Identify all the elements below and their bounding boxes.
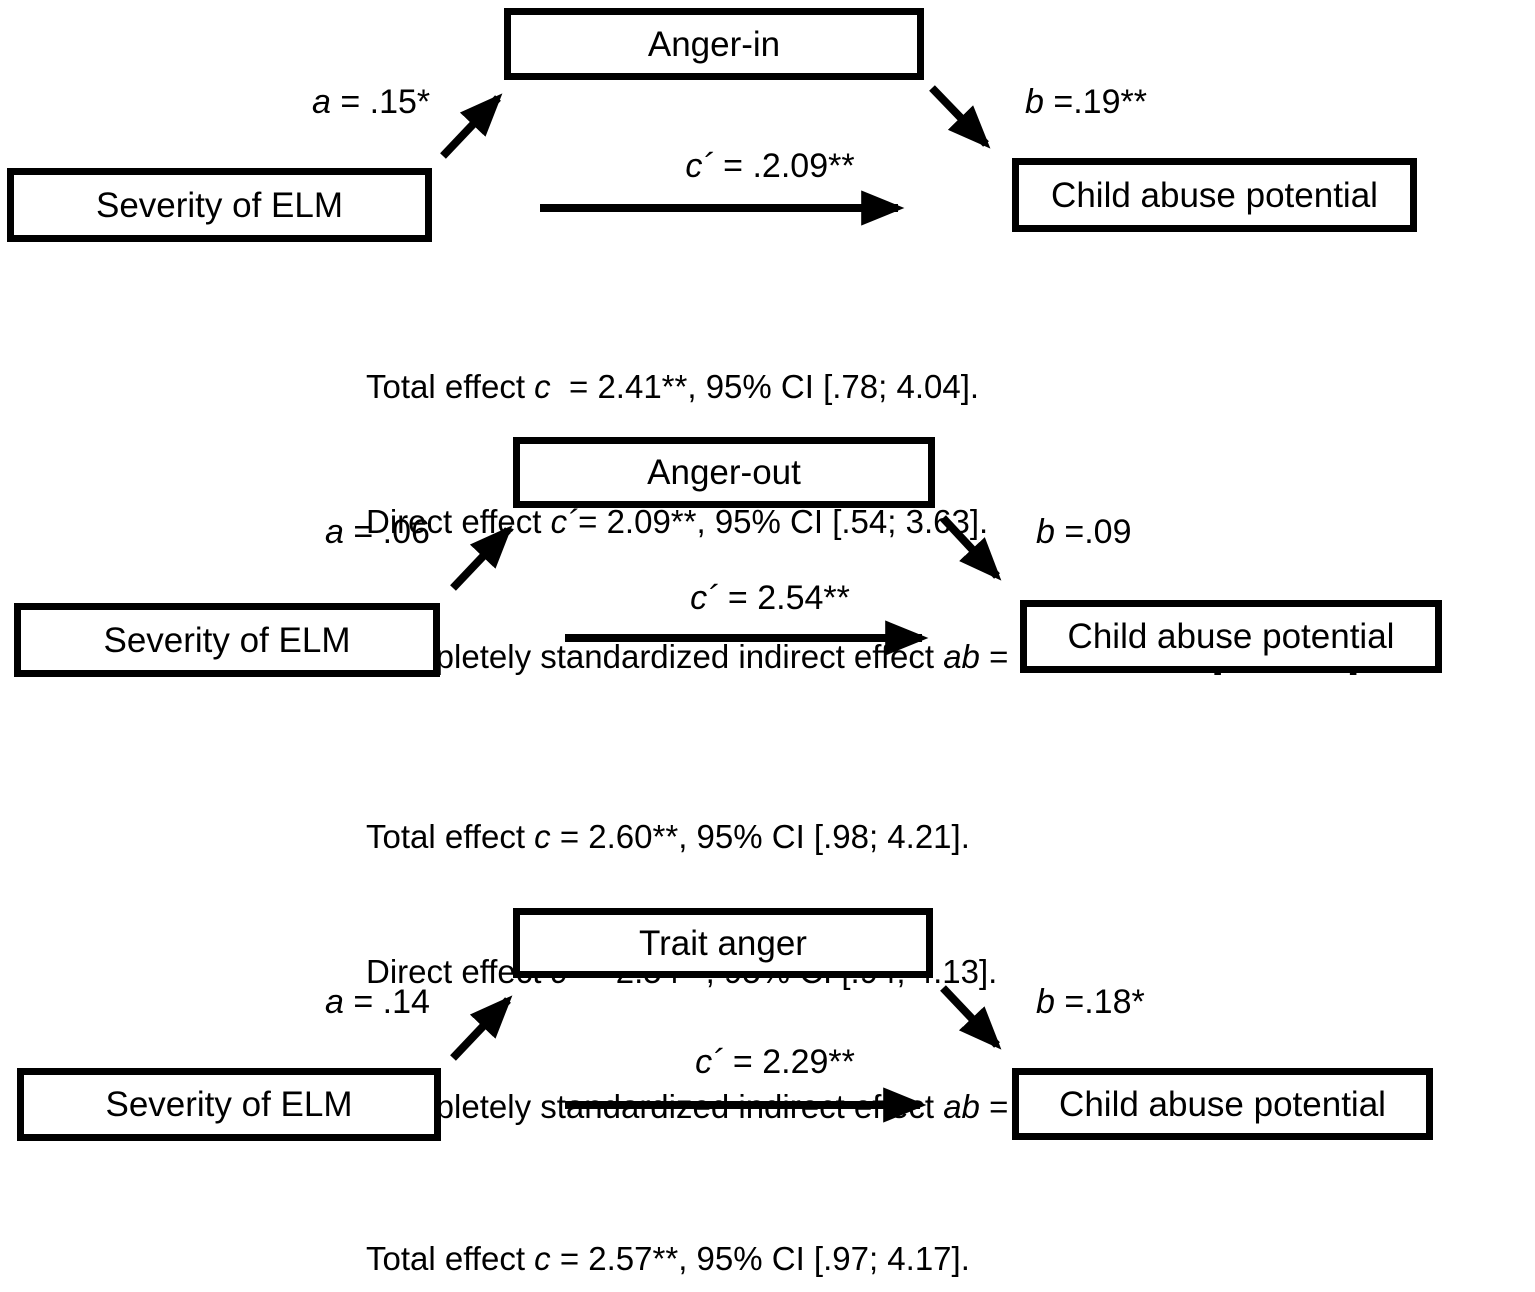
model2-mediator-box: Anger-out bbox=[513, 437, 935, 508]
model3-path-a-arrow bbox=[450, 995, 513, 1061]
model2-path-a-arrow bbox=[450, 525, 513, 591]
model2-mediator-label: Anger-out bbox=[647, 453, 801, 492]
model1-mediator-box: Anger-in bbox=[504, 8, 924, 80]
model3-outcome-box: Child abuse potential bbox=[1012, 1068, 1433, 1140]
model1-mediator-label: Anger-in bbox=[647, 24, 781, 64]
model3-mediator-label: Trait anger bbox=[639, 923, 807, 963]
model1-predictor-label: Severity of ELM bbox=[95, 185, 344, 225]
model3-predictor-box: Severity of ELM bbox=[17, 1068, 441, 1141]
model2-outcome-box: Child abuse potential bbox=[1020, 600, 1442, 673]
model3-predictor-label: Severity of ELM bbox=[105, 1085, 353, 1124]
model3-notes: Total effect c = 2.57**, 95% CI [.97; 4.… bbox=[366, 1146, 1339, 1292]
model2-path-b-label: b =.09 bbox=[1036, 513, 1132, 551]
model3-path-c-label: c´ = 2.29** bbox=[695, 1043, 855, 1081]
model2-path-c-label: c´ = 2.54** bbox=[690, 579, 850, 617]
model3-path-b-label: b =.18* bbox=[1036, 983, 1145, 1021]
model3-path-a-label: a = .14 bbox=[325, 983, 430, 1021]
model1-path-b-label: b =.19** bbox=[1025, 83, 1147, 121]
model1-notes: Total effect c = 2.41**, 95% CI [.78; 4.… bbox=[366, 274, 1359, 769]
model1-outcome-box: Child abuse potential bbox=[1012, 158, 1417, 232]
model2-outcome-label: Child abuse potential bbox=[1067, 617, 1395, 656]
model1-predictor-box: Severity of ELM bbox=[7, 168, 432, 242]
model1-path-a-label: a = .15* bbox=[312, 83, 431, 121]
model3-total-effect-note: Total effect c = 2.57**, 95% CI [.97; 4.… bbox=[366, 1240, 970, 1277]
model3-path-b-arrow bbox=[940, 985, 1002, 1050]
model2-predictor-box: Severity of ELM bbox=[14, 603, 440, 677]
model1-direct-effect-note: Direct effect c´= 2.09**, 95% CI [.54; 3… bbox=[366, 503, 989, 540]
model2-total-effect-note: Total effect c = 2.60**, 95% CI [.98; 4.… bbox=[366, 818, 970, 855]
model1-path-b-arrow bbox=[929, 85, 991, 149]
model1-path-c-label: c´ = .2.09** bbox=[685, 147, 855, 185]
model2-predictor-label: Severity of ELM bbox=[103, 620, 351, 660]
model2-path-a-label: a = .06 bbox=[325, 513, 430, 551]
model2-path-b-arrow bbox=[940, 515, 1002, 581]
model1-path-a-arrow bbox=[440, 93, 503, 159]
model1-total-effect-note: Total effect c = 2.41**, 95% CI [.78; 4.… bbox=[366, 368, 980, 405]
model3-outcome-label: Child abuse potential bbox=[1059, 1084, 1386, 1124]
model3-mediator-box: Trait anger bbox=[513, 908, 933, 978]
model1-outcome-label: Child abuse potential bbox=[1051, 175, 1378, 215]
